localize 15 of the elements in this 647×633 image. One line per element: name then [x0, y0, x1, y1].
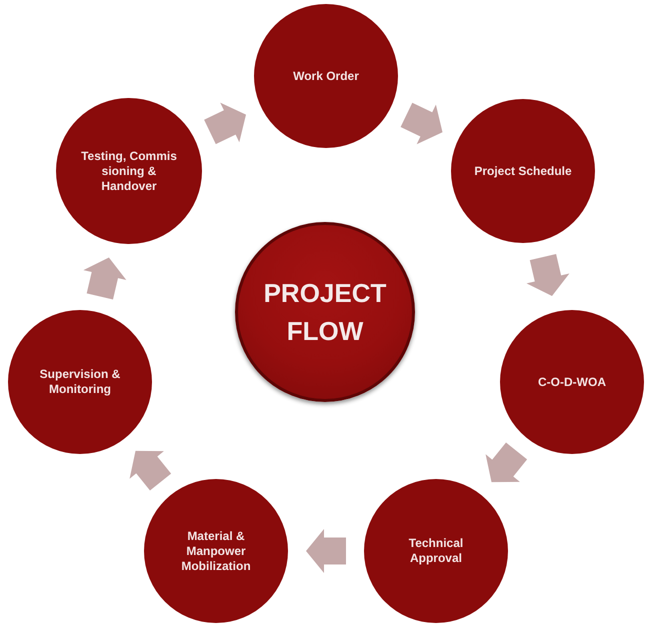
- circle-label: C-O-D-WOA: [537, 374, 607, 390]
- block-arrow: [486, 442, 528, 482]
- circle-label: Testing, Commis sioning & Handover: [80, 148, 178, 194]
- block-arrow: [400, 102, 442, 144]
- circle-label: Technical Approval: [408, 536, 464, 566]
- block-arrow: [130, 450, 172, 490]
- block-arrow: [204, 102, 246, 144]
- circle-label: Material & Manpower Mobilization: [180, 528, 252, 574]
- circle-label: Work Order: [292, 68, 360, 84]
- circle-label: Supervision & Monitoring: [38, 367, 122, 397]
- circle-label: Project Schedule: [473, 164, 573, 178]
- block-arrow: [83, 258, 126, 300]
- block-arrow: [306, 529, 346, 573]
- block-arrow: [526, 254, 570, 296]
- center-title: PROJECT FLOW: [262, 277, 388, 348]
